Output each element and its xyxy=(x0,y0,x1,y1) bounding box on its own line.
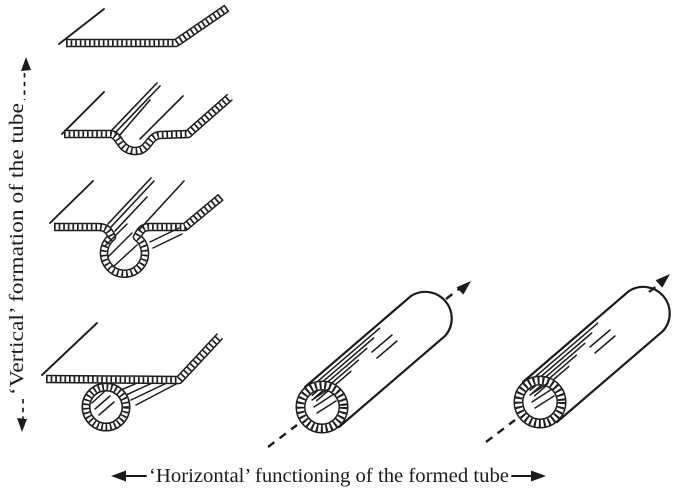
interior-shading xyxy=(104,223,128,247)
cell-layer-band xyxy=(45,333,224,385)
fold-ridge-line xyxy=(138,180,185,231)
lumen-shading xyxy=(316,400,337,414)
right-arrowhead-icon xyxy=(531,470,546,482)
under-sheet-shading xyxy=(135,382,179,406)
groove-ridge-line xyxy=(118,99,151,137)
long-axis-dashed-line xyxy=(648,283,660,293)
axis-arrowhead-icon xyxy=(456,281,471,295)
cylinder-shading xyxy=(376,340,398,359)
cylinder-outline xyxy=(303,290,453,429)
long-axis-dashed-line xyxy=(445,288,460,300)
sheet-edge-line xyxy=(61,91,105,135)
vertical-axis: ‘Vertical’ formation of the tube xyxy=(6,57,31,432)
left-arrowhead-icon xyxy=(111,470,126,482)
groove-ridge-line xyxy=(114,85,161,134)
cylinder-shading xyxy=(306,327,381,391)
groove-ridge-line xyxy=(111,82,158,131)
down-arrowhead-icon xyxy=(17,418,27,432)
horizontal-axis-label: ‘Horizontal’ functioning of the formed t… xyxy=(149,465,509,487)
cell-hatching xyxy=(54,194,223,277)
long-axis-dashed-line xyxy=(267,424,298,448)
interior-shading xyxy=(152,233,183,249)
up-arrowhead-icon xyxy=(21,57,31,71)
fold-ridge-line xyxy=(110,180,155,228)
stage-2-groove xyxy=(61,82,233,156)
formed-tube-left xyxy=(267,290,453,448)
lumen-shading xyxy=(98,401,115,416)
horizontal-axis: ‘Horizontal’ functioning of the formed t… xyxy=(111,465,546,487)
cylinder-shading xyxy=(313,359,360,399)
axis-arrowhead-icon xyxy=(655,274,670,288)
fold-ridge-line xyxy=(107,177,152,225)
sheet-edge-line xyxy=(41,322,98,376)
lumen-shading xyxy=(311,387,331,401)
groove-ridge-line xyxy=(139,95,184,140)
fold-ridge-line xyxy=(114,196,148,232)
interior-shading xyxy=(107,232,133,258)
cylinder-shading xyxy=(371,334,393,353)
interior-shading xyxy=(112,244,138,268)
lumen-shading xyxy=(94,395,111,410)
tube-right-axis-arrow xyxy=(648,274,670,293)
formed-tube-right xyxy=(486,287,670,442)
lumen-shading xyxy=(91,390,106,404)
sheet-edge-line xyxy=(49,180,94,224)
stage-3-deep-fold xyxy=(49,177,224,279)
interior-shading xyxy=(149,227,180,243)
tube-wall-hatching xyxy=(297,382,347,432)
stage-1-flat-sheet xyxy=(58,4,230,48)
tube-wall-hatching xyxy=(83,384,129,430)
sheet-edge-line xyxy=(58,8,105,45)
cell-hatching xyxy=(64,94,232,154)
lumen-shading xyxy=(313,393,335,408)
vertical-axis-label: ‘Vertical’ formation of the tube xyxy=(6,103,28,395)
stage-4-closed-tube xyxy=(41,322,224,432)
tube-left-axis-arrow xyxy=(445,281,471,300)
